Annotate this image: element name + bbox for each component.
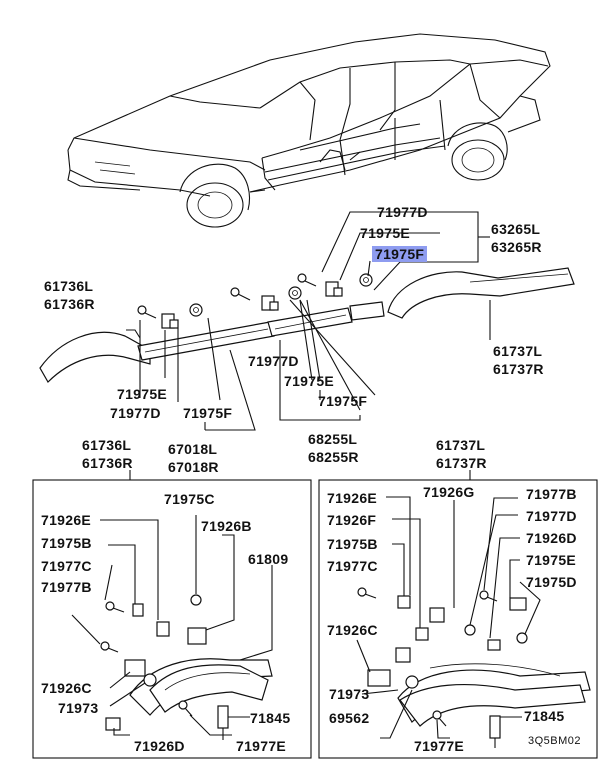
grommet-icon bbox=[516, 632, 528, 644]
part-label: 71973 bbox=[58, 700, 99, 716]
clip-icon bbox=[415, 627, 429, 641]
part-label: 71926D bbox=[526, 530, 577, 546]
part-label: 71977C bbox=[327, 558, 378, 574]
part-label: 71975B bbox=[41, 535, 92, 551]
part-label: 71975C bbox=[164, 491, 215, 507]
diagram-code: 3Q5BM02 bbox=[528, 735, 582, 747]
part-label: 63265L 63265R bbox=[491, 221, 542, 255]
part-label: 71977D bbox=[526, 508, 577, 524]
screw-icon bbox=[137, 305, 157, 319]
part-label: 71926F bbox=[327, 512, 377, 528]
part-label: 71977C bbox=[41, 558, 92, 574]
truck-illustration bbox=[67, 33, 551, 228]
part-label: 71977D bbox=[248, 353, 299, 369]
part-label-highlighted: 71975F bbox=[372, 246, 428, 262]
part-label: 61737L 61737R bbox=[493, 343, 544, 377]
part-label: 61736L 61736R bbox=[44, 278, 95, 312]
grommet-icon bbox=[190, 594, 202, 606]
clip-icon bbox=[487, 639, 501, 651]
detail-title: 61737L 61737R bbox=[436, 437, 487, 471]
screw-icon bbox=[479, 590, 498, 602]
clip-icon bbox=[156, 621, 170, 637]
part-label: 71977E bbox=[236, 738, 287, 754]
part-label: 71975D bbox=[526, 574, 577, 590]
part-label: 71845 bbox=[250, 710, 291, 726]
grommet-icon bbox=[143, 673, 157, 687]
grommet-icon bbox=[288, 286, 302, 300]
part-label: 71975E bbox=[360, 225, 411, 241]
screw-icon bbox=[297, 273, 317, 287]
clip-icon bbox=[132, 603, 144, 617]
clip-icon bbox=[397, 595, 411, 609]
clip-icon bbox=[187, 627, 207, 645]
screw-icon bbox=[178, 700, 193, 717]
clip-icon bbox=[261, 295, 279, 311]
front-wheel-flare-part bbox=[39, 331, 151, 383]
screw-icon bbox=[105, 601, 125, 613]
screw-icon bbox=[432, 710, 447, 727]
screw-icon bbox=[100, 641, 119, 653]
clip-icon bbox=[105, 717, 121, 731]
part-label: 71977D bbox=[110, 405, 161, 421]
part-label: 71926B bbox=[201, 518, 252, 534]
grommet-icon bbox=[405, 675, 419, 689]
part-label: 71926G bbox=[423, 484, 475, 500]
part-label: 71977B bbox=[41, 579, 92, 595]
part-label: 71977B bbox=[526, 486, 577, 502]
part-label: 71977D bbox=[377, 204, 428, 220]
part-label: 71975E bbox=[526, 552, 577, 568]
part-label: 67018L 67018R bbox=[168, 441, 219, 475]
upper-parts bbox=[39, 211, 575, 431]
clip-icon bbox=[429, 607, 445, 623]
clip-icon bbox=[161, 313, 179, 329]
grommet-icon bbox=[464, 624, 476, 636]
part-label: 71926E bbox=[41, 512, 92, 528]
part-label: 71926D bbox=[134, 738, 185, 754]
part-label: 71975F bbox=[183, 405, 233, 421]
clip-icon bbox=[395, 647, 411, 663]
screw-icon bbox=[357, 587, 377, 599]
right-detail-box bbox=[318, 470, 598, 759]
detail-title: 61736L 61736R bbox=[82, 437, 133, 471]
screw-icon bbox=[230, 287, 251, 301]
part-label: 71845 bbox=[524, 708, 565, 724]
part-label: 71926C bbox=[327, 622, 378, 638]
grommet-icon bbox=[359, 273, 373, 287]
rivet-icon bbox=[489, 715, 501, 748]
part-label: 71926C bbox=[41, 680, 92, 696]
rear-molding-part bbox=[349, 301, 385, 321]
rear-wheel-flare-part bbox=[387, 267, 575, 319]
part-label: 71926E bbox=[327, 490, 378, 506]
part-label: 71975E bbox=[117, 386, 168, 402]
clip-icon bbox=[509, 597, 527, 611]
left-detail-box bbox=[32, 470, 312, 759]
part-label: 71977E bbox=[414, 738, 465, 754]
part-label: 71975F bbox=[318, 393, 368, 409]
clip-icon bbox=[325, 281, 343, 297]
clip-icon bbox=[367, 669, 391, 687]
part-label: 61809 bbox=[248, 551, 289, 567]
part-label: 69562 bbox=[329, 710, 370, 726]
part-label: 71975E bbox=[284, 373, 335, 389]
part-label: 68255L 68255R bbox=[308, 431, 359, 465]
part-label: 71975B bbox=[327, 536, 378, 552]
part-label: 71973 bbox=[329, 686, 370, 702]
grommet-icon bbox=[189, 303, 203, 317]
